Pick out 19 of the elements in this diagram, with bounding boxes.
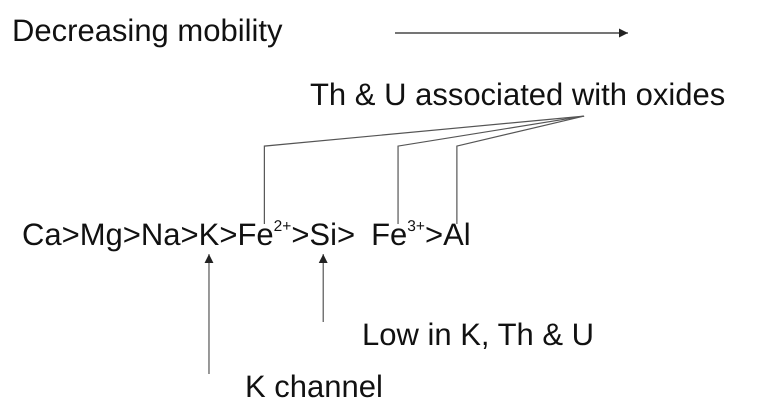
element-symbol: Fe$^{3+}$: [371, 218, 425, 252]
sequence-text: >: [219, 218, 238, 252]
arrow: [318, 254, 328, 322]
bracket-line: [264, 116, 584, 224]
sequence-text: >: [424, 218, 444, 252]
annotation-text: Th & U associated with oxides: [310, 78, 726, 112]
element-symbol: Fe$^{2+}$: [237, 218, 292, 252]
element-symbol: Al: [443, 218, 471, 252]
annotation-text: Low in K, Th & U: [362, 318, 594, 352]
element-symbol: Si: [309, 218, 337, 252]
sequence-text: >: [291, 218, 310, 252]
axis-label: Decreasing mobility: [12, 14, 282, 48]
arrow: [204, 254, 214, 374]
sequence-text: >: [337, 218, 356, 252]
annotation-text: K channel: [245, 370, 383, 404]
sequence-text: Ca>Mg>Na>: [22, 218, 199, 252]
bracket-line: [397, 116, 584, 224]
element-symbol: K: [198, 218, 220, 252]
bracket-line: [456, 116, 584, 224]
